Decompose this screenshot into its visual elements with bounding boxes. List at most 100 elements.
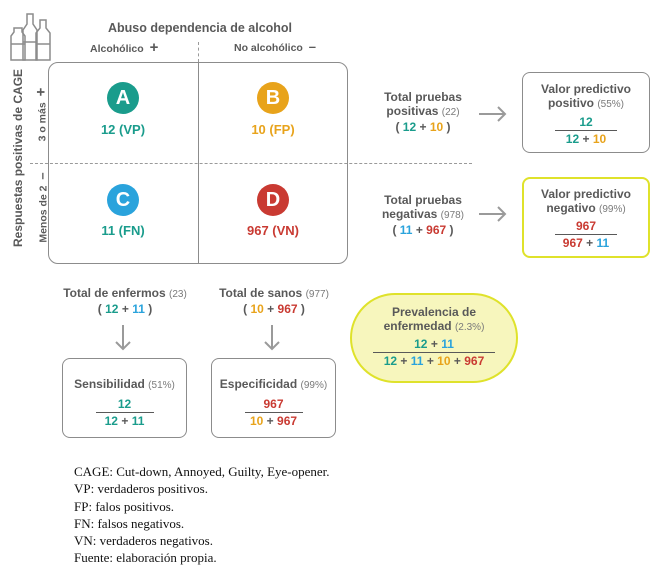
prevalence-box [350,293,518,383]
plus-sign: + [121,302,129,316]
open-paren: ( [395,120,400,134]
total-sick-line: Total de enfermos (23) [55,286,195,302]
cell-d-value: 967 (VN) [246,223,300,238]
num-b: 10 [250,302,264,316]
grid-horizontal-divider [30,163,472,164]
specificity-pct: (99%) [300,380,328,391]
num-c: 11 [131,414,145,428]
num-d: 967 [562,236,583,250]
total-negative-sum: ( 11 + 967 ) [368,223,478,237]
total-sick-text: Total de enfermos [63,286,166,300]
sensitivity-denominator: 12 + 11 [92,414,157,428]
fraction-bar [95,412,154,413]
prevalence-label-line2: enfermedad (2.3%) [350,319,518,335]
fraction-bar [555,130,617,131]
legend: CAGE: Cut-down, Annoyed, Guilty, Eye-ope… [74,463,330,567]
plus-sign: + [419,120,427,134]
col-pos-text: Alcohólico [90,43,144,55]
total-negative-count: (978) [440,210,465,221]
open-paren: ( [243,302,248,316]
close-paren: ) [300,302,305,316]
row-pos-label: 3 o más + [33,80,50,150]
plus-sign: + [267,302,275,316]
vpn-denominator: 967 + 11 [552,236,620,250]
total-sick-sum: ( 12 + 11 ) [55,302,195,316]
legend-line: CAGE: Cut-down, Annoyed, Guilty, Eye-ope… [74,464,330,479]
header-title: Abuso dependencia de alcohol [107,21,293,35]
vpp-fraction: 12 12 + 10 [552,115,620,146]
col-neg-sign: – [308,39,316,54]
vpp-denominator: 12 + 10 [552,132,620,146]
open-paren: ( [392,223,397,237]
vpp-box [522,72,650,153]
num-c: 11 [410,354,424,368]
total-sick-count: (23) [169,289,187,300]
num-b: 10 [249,414,264,428]
num-a: 12 [414,337,428,351]
total-negative-text: negativas [381,207,438,221]
close-paren: ) [148,302,153,316]
total-positive-line1: Total pruebas [384,90,462,104]
cell-b-circle: B [257,82,289,114]
total-positive-count: (22) [441,107,460,118]
cell-b-value: 10 (FP) [251,122,295,137]
arrow-down-icon [264,325,280,351]
total-healthy-sum: ( 10 + 967 ) [204,302,344,316]
col-neg-label: No alcohólico – [234,39,316,54]
cell-c-value: 11 (FN) [101,223,145,238]
vpn-box [522,177,650,258]
prevalence-numerator: 12 + 11 [370,337,498,351]
plus-sign: + [266,414,274,428]
num-c: 11 [441,337,454,351]
legend-line: VN: verdaderos negativos. [74,533,213,549]
total-sick: Total de enfermos (23) ( 12 + 11 ) [55,286,195,316]
col-pos-label: Alcohólico + [90,39,158,56]
open-paren: ( [97,302,102,316]
legend-line: FN: falsos negativos. [74,515,185,531]
num-a: 12 [565,132,580,146]
sensitivity-pct: (51%) [148,380,175,391]
row-pos-text: 3 o más [36,102,49,142]
specificity-denominator: 10 + 967 [241,414,306,428]
sensitivity-label: Sensibilidad (51%) [62,377,187,393]
prevalence-label: Prevalencia de enfermedad (2.3%) [350,305,518,335]
vpn-fraction: 967 967 + 11 [552,219,620,250]
sensitivity-numerator: 12 [117,397,132,411]
cell-a-value: 12 (VP) [100,122,146,137]
num-d: 967 [277,302,298,316]
vpn-label-text: negativo [546,201,596,215]
vpn-label-line1: Valor predictivo [540,187,632,201]
prevalence-label-line1: Prevalencia de [391,305,477,319]
cell-a-circle: A [107,82,139,114]
prevalence-fraction: 12 + 11 12 + 11 + 10 + 967 [370,337,498,368]
close-paren: ) [449,223,454,237]
arrow-down-icon [115,325,131,351]
vpp-numerator: 12 [579,115,593,129]
plus-sign: + [415,223,423,237]
plus-sign: + [426,354,434,368]
specificity-numerator: 967 [263,397,284,411]
cell-c-circle: C [107,184,139,216]
bottles-icon [10,13,51,61]
plus-sign: + [582,132,590,146]
specificity-fraction: 967 10 + 967 [241,397,306,428]
num-d: 967 [277,414,298,428]
plus-sign: + [453,354,461,368]
total-negative: Total pruebas negativas (978) ( 11 + 967… [368,193,478,237]
num-d: 967 [426,223,447,237]
legend-line: Fuente: elaboración propia. [74,550,217,566]
sensitivity-box [62,358,187,438]
num-c: 11 [399,223,413,237]
col-pos-sign: + [149,39,159,56]
total-healthy-count: (977) [305,289,329,300]
plus-sign: + [586,236,594,250]
total-positive-line2: positivas (22) [368,104,478,120]
num-d: 967 [464,354,485,368]
vpp-label: Valor predictivo positivo (55%) [522,82,650,112]
col-neg-text: No alcohólico [234,42,303,54]
prevalence-denominator: 12 + 11 + 10 + 967 [370,354,498,368]
total-healthy: Total de sanos (977) ( 10 + 967 ) [204,286,344,316]
legend-line: FP: falos positivos. [74,498,175,514]
fraction-bar [373,352,495,353]
vpn-numerator: 967 [575,219,597,233]
